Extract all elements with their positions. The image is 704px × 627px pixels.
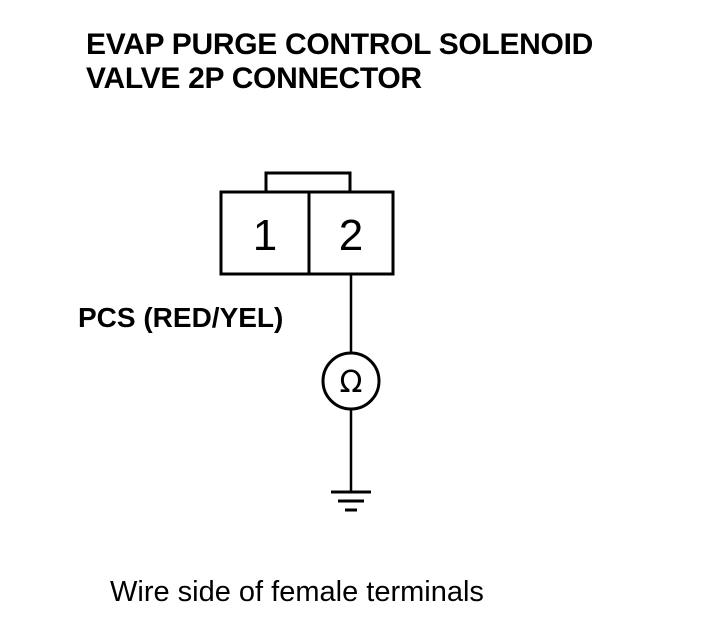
title-line-1: EVAP PURGE CONTROL SOLENOID	[86, 28, 593, 61]
ohmmeter-icon: Ω	[321, 351, 381, 411]
pin-1-label: 1	[253, 211, 277, 260]
diagram-caption: Wire side of female terminals	[110, 576, 484, 608]
diagram-title: EVAP PURGE CONTROL SOLENOID VALVE 2P CON…	[86, 28, 593, 96]
wire-label: PCS (RED/YEL)	[78, 302, 284, 333]
title-line-2: VALVE 2P CONNECTOR	[86, 62, 422, 95]
connector-latch	[264, 171, 352, 192]
ohm-symbol: Ω	[340, 365, 363, 400]
connector-body	[219, 190, 395, 276]
ground-icon	[331, 490, 371, 512]
pin-2-label: 2	[339, 211, 363, 260]
